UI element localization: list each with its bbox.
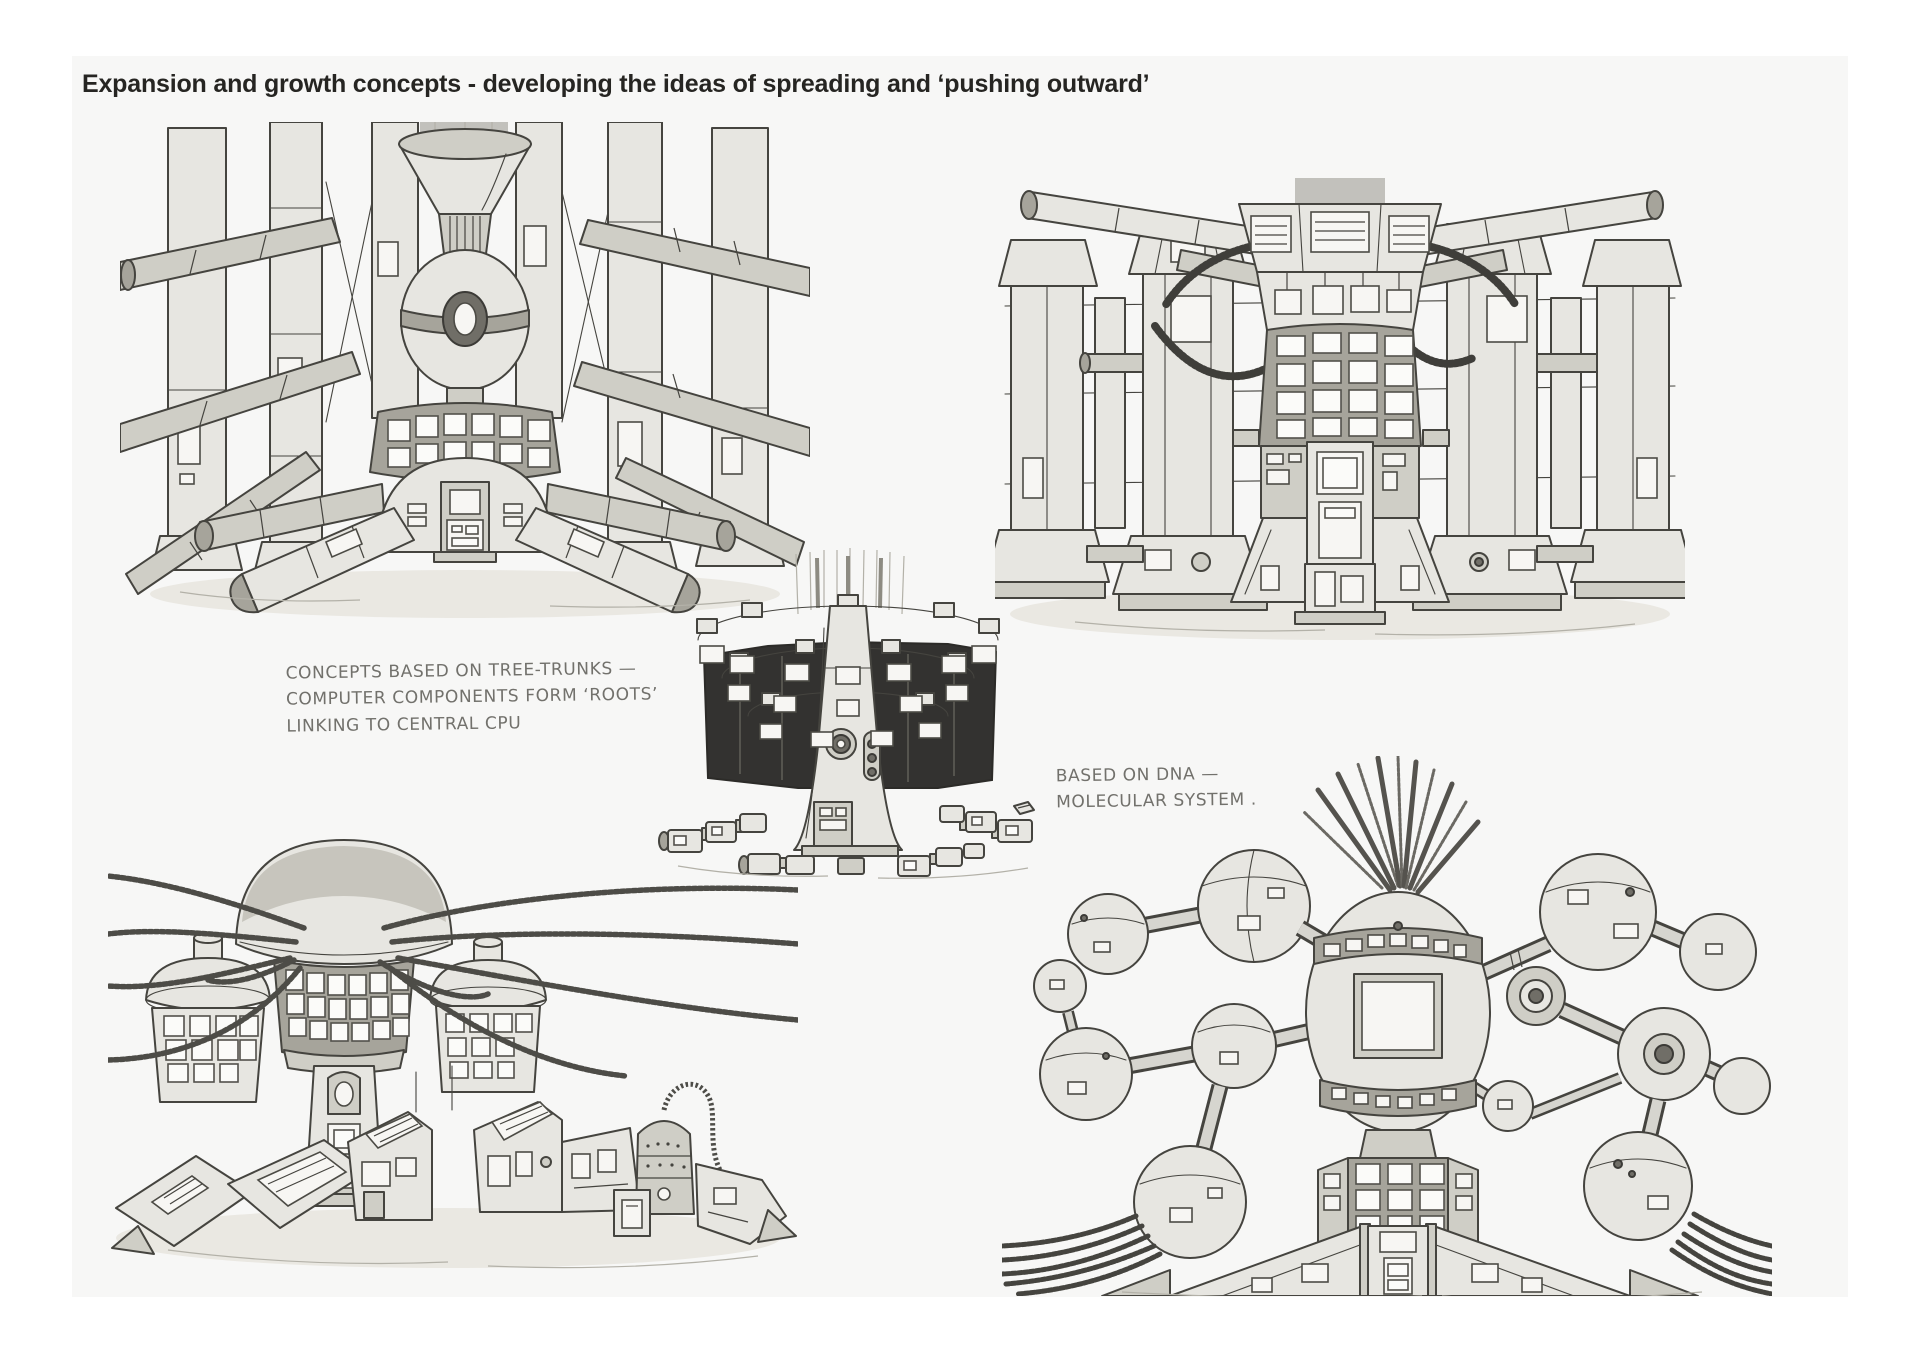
- central-cpu-tower: [1230, 178, 1450, 625]
- central-egg-complex: [1101, 754, 1703, 1300]
- side-tower-right: [429, 936, 547, 1093]
- pillar-cluster-drawing: [984, 178, 1696, 640]
- molecule-left-cluster: [999, 849, 1349, 1297]
- main-dome-tower: [235, 839, 453, 1207]
- ring-front-panels: [699, 645, 997, 748]
- pillar-right-inner: [1412, 223, 1568, 611]
- back-rails: [1004, 297, 1676, 529]
- floating-bolt: [1013, 801, 1035, 815]
- radiating-cables: [105, 873, 801, 1079]
- sketch-ring-crown-tower: [648, 548, 1053, 883]
- root-module-chains: [658, 805, 1033, 879]
- page-title: Expansion and growth concepts - developi…: [82, 70, 1150, 98]
- background-trunk-columns: [151, 121, 785, 575]
- sketch-pillar-cluster-tower: [984, 178, 1696, 648]
- molecular-system-drawing: [999, 754, 1775, 1300]
- scanned-page: Expansion and growth concepts - developi…: [72, 56, 1848, 1300]
- horizontal-pipes: [1079, 352, 1598, 563]
- sketch-molecular-system: [999, 754, 1775, 1300]
- pillar-left-outer: [984, 239, 1110, 599]
- ring-crown-drawing: [658, 548, 1033, 879]
- tower-trunk: [793, 605, 903, 857]
- annotation-line: MOLECULAR SYSTEM .: [1056, 789, 1257, 813]
- splayed-leg-tubes: [194, 457, 736, 614]
- base-structures: [111, 1065, 797, 1269]
- rising-streaks: [795, 548, 905, 615]
- pillar-right-outer: [1570, 239, 1696, 599]
- annotation-line: LINKING TO CENTRAL CPU: [286, 713, 522, 737]
- annotation-dna: BASED ON DNA — MOLECULAR SYSTEM .: [1056, 761, 1257, 816]
- sketch-tree-trunk-hall: [119, 121, 811, 627]
- central-core-structure: [369, 122, 561, 482]
- sketch-mushroom-dome-tower: [105, 810, 801, 1280]
- annotation-tree-trunks: CONCEPTS BASED ON TREE-TRUNKS — COMPUTER…: [285, 655, 659, 739]
- tree-trunk-hall-drawing: [119, 121, 811, 618]
- annotation-line: BASED ON DNA —: [1055, 764, 1220, 787]
- molecule-right-cluster: [1452, 853, 1775, 1297]
- mushroom-dome-drawing: [105, 839, 801, 1269]
- side-tower-left: [145, 932, 271, 1103]
- annotation-line: COMPUTER COMPONENTS FORM ‘ROOTS’: [285, 684, 659, 710]
